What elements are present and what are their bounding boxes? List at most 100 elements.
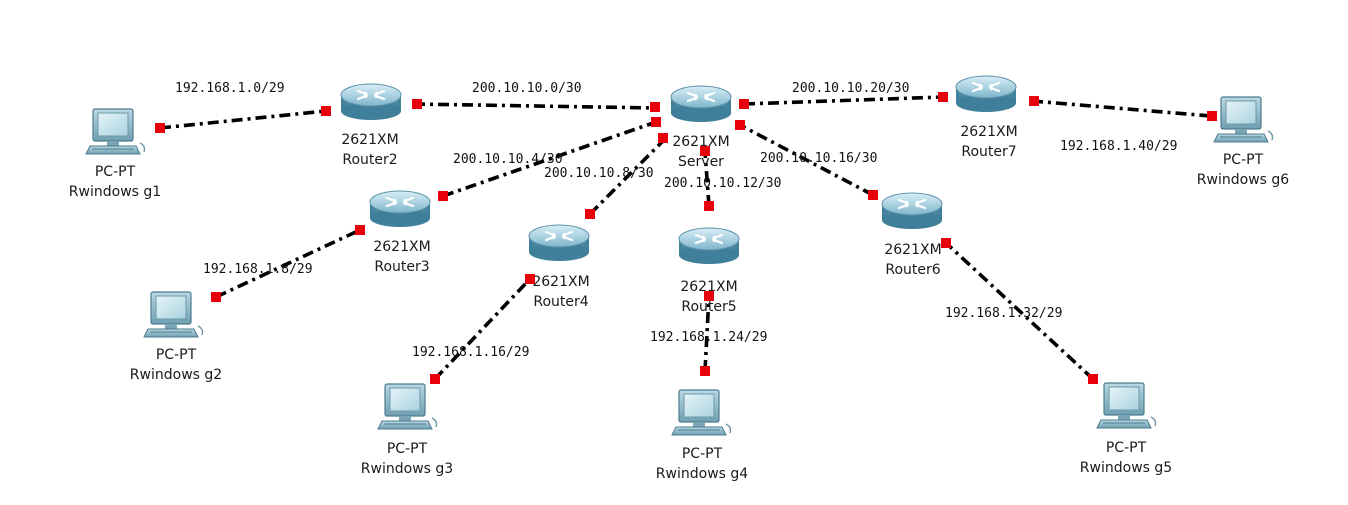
network-label: 200.10.10.20/30	[792, 81, 909, 96]
links-layer	[159, 95, 1212, 381]
pc-name-label: Rwindows g6	[1197, 172, 1289, 188]
link-router5-server	[703, 151, 711, 207]
link-g1-router2	[159, 109, 327, 130]
pc-name-label: Rwindows g3	[361, 461, 453, 477]
port-indicators	[155, 92, 1217, 384]
pc-model-label: PC-PT	[1106, 440, 1147, 456]
port-indicator	[651, 117, 661, 127]
port-indicator	[700, 146, 710, 156]
network-label: 200.10.10.4/30	[453, 152, 563, 167]
network-labels: 192.168.1.0/29 200.10.10.0/30 200.10.10.…	[175, 81, 1177, 360]
port-indicator	[438, 191, 448, 201]
port-indicator	[321, 106, 331, 116]
pc-icon	[377, 383, 438, 430]
pc-g5[interactable]	[1096, 382, 1157, 429]
network-label: 192.168.1.16/29	[412, 345, 529, 360]
pc-g6[interactable]	[1213, 96, 1274, 143]
router-model-label: 2621XM	[373, 239, 430, 255]
port-indicator	[211, 292, 221, 302]
router-server[interactable]	[669, 84, 733, 124]
router-router3[interactable]	[368, 189, 432, 229]
router-name-label: Server	[678, 154, 724, 170]
pc-name-label: Rwindows g5	[1080, 460, 1172, 476]
pc-icon	[671, 389, 732, 436]
pc-model-label: PC-PT	[387, 441, 428, 457]
network-label: 192.168.1.40/29	[1060, 139, 1177, 154]
pc-model-label: PC-PT	[682, 446, 723, 462]
link-g2-router3	[215, 228, 361, 299]
pc-g4[interactable]	[671, 389, 732, 436]
router-router6[interactable]	[880, 191, 944, 231]
router-model-label: 2621XM	[884, 242, 941, 258]
port-indicator	[938, 92, 948, 102]
link-g5-router6	[944, 241, 1095, 381]
link-router2-server	[413, 102, 657, 110]
link-router7-g6	[1031, 99, 1212, 118]
router-router2[interactable]	[339, 82, 403, 122]
port-indicator	[355, 225, 365, 235]
pc-g3[interactable]	[377, 383, 438, 430]
port-indicator	[700, 366, 710, 376]
router-model-label: 2621XM	[680, 279, 737, 295]
router-model-label: 2621XM	[960, 124, 1017, 140]
link-server-router7	[743, 95, 944, 106]
router-name-label: Router7	[961, 144, 1016, 160]
pc-g1[interactable]	[85, 108, 146, 155]
router-name-label: Router3	[374, 259, 429, 275]
port-indicator	[735, 120, 745, 130]
pc-icon	[1213, 96, 1274, 143]
port-indicator	[941, 238, 951, 248]
network-label: 192.168.1.8/29	[203, 262, 313, 277]
pc-icon	[143, 291, 204, 338]
router-icon	[677, 226, 741, 266]
network-label: 192.168.1.32/29	[945, 306, 1062, 321]
network-label: 200.10.10.12/30	[664, 176, 781, 191]
router-name-label: Router4	[533, 294, 588, 310]
port-indicator	[868, 190, 878, 200]
router-name-label: Router2	[342, 152, 397, 168]
pc-icon	[85, 108, 146, 155]
router-router5[interactable]	[677, 226, 741, 266]
router-icon	[880, 191, 944, 231]
pc-g2[interactable]	[143, 291, 204, 338]
router-icon	[368, 189, 432, 229]
pc-model-label: PC-PT	[1223, 152, 1264, 168]
port-indicator	[430, 374, 440, 384]
port-indicator	[525, 274, 535, 284]
link-router6-server	[739, 123, 874, 197]
router-router4[interactable]	[527, 223, 591, 263]
router-icon	[954, 74, 1018, 114]
pc-model-label: PC-PT	[156, 347, 197, 363]
port-indicator	[1207, 111, 1217, 121]
router-icon	[339, 82, 403, 122]
router-model-label: 2621XM	[672, 134, 729, 150]
router-model-label: 2621XM	[341, 132, 398, 148]
network-label: 192.168.1.0/29	[175, 81, 285, 96]
port-indicator	[658, 133, 668, 143]
pc-model-label: PC-PT	[95, 164, 136, 180]
network-label: 200.10.10.0/30	[472, 81, 582, 96]
router-icon	[669, 84, 733, 124]
network-label: 200.10.10.8/30	[544, 166, 654, 181]
port-indicator	[412, 99, 422, 109]
router-name-label: Router6	[885, 262, 940, 278]
port-indicator	[704, 201, 714, 211]
pc-icon	[1096, 382, 1157, 429]
router-router7[interactable]	[954, 74, 1018, 114]
pc-name-label: Rwindows g1	[69, 184, 161, 200]
router-icon	[527, 223, 591, 263]
link-router4-server	[588, 138, 666, 216]
link-g3-router4	[433, 277, 532, 381]
port-indicator	[155, 123, 165, 133]
pc-name-label: Rwindows g4	[656, 466, 748, 482]
port-indicator	[650, 102, 660, 112]
network-label: 192.168.1.24/29	[650, 330, 767, 345]
router-model-label: 2621XM	[532, 274, 589, 290]
pc-name-label: Rwindows g2	[130, 367, 222, 383]
router-name-label: Router5	[681, 299, 736, 315]
port-indicator	[1029, 96, 1039, 106]
link-router3-server	[442, 120, 657, 198]
network-label: 200.10.10.16/30	[760, 151, 877, 166]
port-indicator	[739, 99, 749, 109]
